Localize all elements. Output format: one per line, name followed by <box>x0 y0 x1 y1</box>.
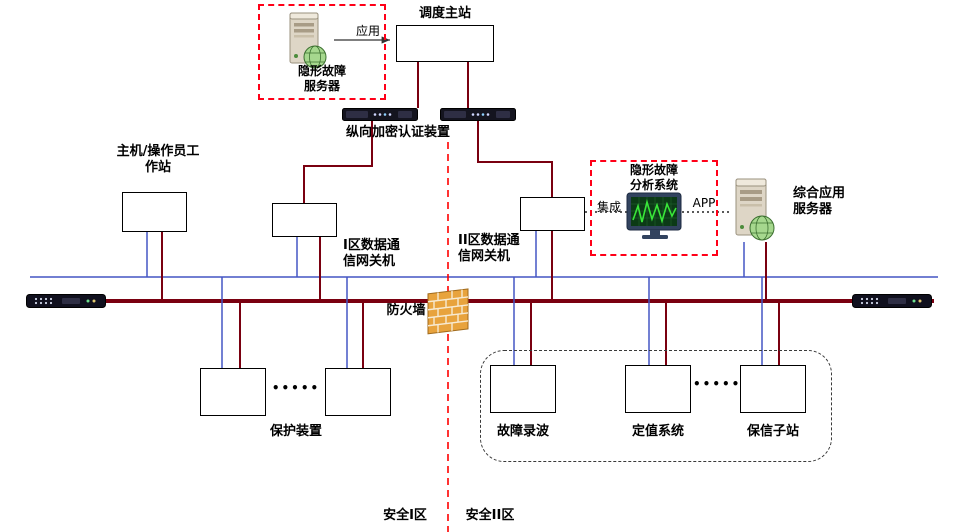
encryption-device-icon <box>440 108 516 121</box>
ellipsis-dots: ••••• <box>693 377 742 391</box>
fault-recorder-box <box>490 365 556 413</box>
hidden-fault-server-label: 隐形故障 服务器 <box>297 64 346 93</box>
encryption-device-icon <box>342 108 418 121</box>
analysis-system-frame <box>590 160 718 256</box>
setting-system-box <box>625 365 691 413</box>
fault-recorder-label: 故障录波 <box>496 424 549 439</box>
app-arrow-label: 应用 <box>355 24 380 38</box>
encryption-device-label: 纵向加密认证装置 <box>345 125 450 140</box>
analysis-system-label: 隐形故障 分析系统 <box>629 163 678 192</box>
zone2-label: 安全II区 <box>465 508 515 523</box>
protection-device-box-2 <box>325 368 391 416</box>
protection-substation-box <box>740 365 806 413</box>
zone1-label: 安全I区 <box>383 508 427 523</box>
dispatch-station-label: 调度主站 <box>418 6 471 21</box>
gateway-zone2-box <box>520 197 585 231</box>
protection-device-box-1 <box>200 368 266 416</box>
server-icon <box>282 12 328 70</box>
ellipsis-dots: ••••• <box>271 381 321 395</box>
server-icon <box>728 178 776 242</box>
hidden-fault-server-frame <box>258 4 386 100</box>
integration-label: 集成 <box>596 200 621 214</box>
firewall-icon <box>426 286 472 336</box>
setting-system-label: 定值系统 <box>631 424 684 439</box>
workstation-label: 主机/操作员工 作站 <box>116 144 200 176</box>
dispatch-station-box <box>396 25 494 62</box>
analysis-monitor-icon <box>626 192 684 240</box>
gateway-zone2-label: II区数据通 信网关机 <box>458 233 520 265</box>
workstation-box <box>122 192 187 232</box>
gateway-zone1-label: I区数据通 信网关机 <box>343 238 400 270</box>
protection-substation-label: 保信子站 <box>746 424 799 439</box>
app-link-label: APP <box>692 196 716 210</box>
firewall-label: 防火墙 <box>386 303 426 318</box>
network-switch-icon <box>26 294 106 308</box>
app-server-label: 综合应用 服务器 <box>793 186 846 218</box>
zone2-devices-frame <box>480 350 832 462</box>
protection-device-label: 保护装置 <box>269 424 322 439</box>
network-switch-icon <box>852 294 932 308</box>
gateway-zone1-box <box>272 203 337 237</box>
